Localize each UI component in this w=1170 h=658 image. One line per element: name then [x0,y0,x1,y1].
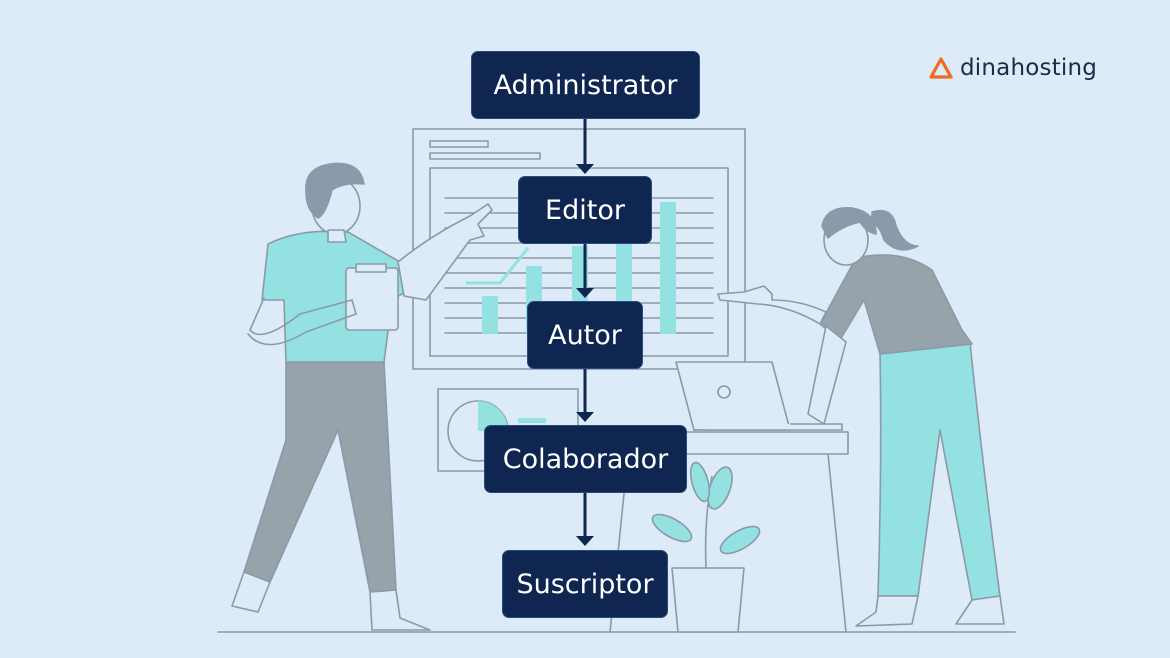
brand-name: dinahosting [960,55,1098,81]
plant-illustration [651,461,761,633]
man-illustration [231,162,493,631]
arrowhead-autor-colaborador [576,412,594,422]
dinahosting-logo: dinahosting [928,55,1097,81]
arrowhead-editor-autor [576,288,594,298]
role-autor: Autor [527,301,643,369]
role-administrator: Administrator [471,51,700,119]
role-editor: Editor [518,176,652,244]
pie-slice [478,401,508,431]
triangle-logo-icon [929,57,953,79]
woman-illustration [717,207,1005,627]
role-suscriptor: Suscriptor [502,550,668,618]
arrowhead-colaborador-suscriptor [576,536,594,546]
role-colaborador: Colaborador [484,425,687,493]
arrowhead-admin-editor [576,164,594,174]
